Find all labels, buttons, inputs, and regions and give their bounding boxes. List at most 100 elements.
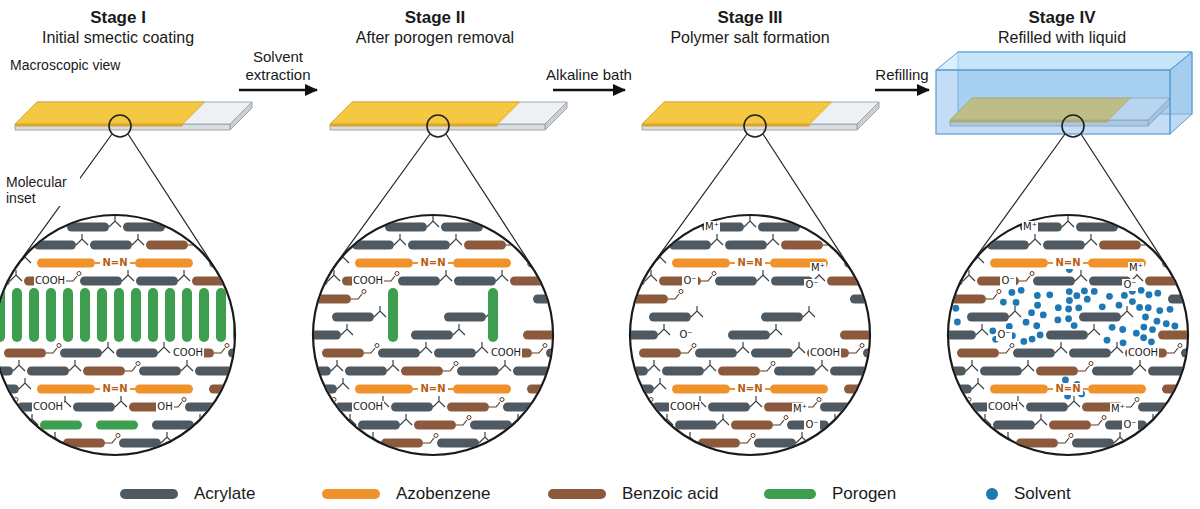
acrylate-end <box>394 234 406 245</box>
molecule-bar <box>718 367 760 376</box>
chemical-group-label: M⁺ <box>704 221 720 233</box>
panel-note: Macroscopic view <box>8 57 122 73</box>
carboxyl-end <box>701 276 712 281</box>
molecule-bar <box>967 313 1009 322</box>
chemical-group-label: COOH <box>34 275 66 287</box>
carboxyl-o <box>1198 272 1200 276</box>
molecule-bar <box>135 259 193 268</box>
molecule-bar <box>1049 421 1091 430</box>
chemical-group-label: COOH <box>987 401 1019 413</box>
acrylate-end <box>562 234 574 245</box>
solvent-dot <box>1020 338 1027 345</box>
solvent-dot <box>1136 304 1143 311</box>
chemical-group-label: COOH <box>32 401 64 413</box>
acrylate-end <box>450 234 462 245</box>
molecule-bar <box>715 277 757 286</box>
molecule-bar <box>281 259 337 268</box>
molecule-bar <box>672 259 730 268</box>
acrylate-end <box>979 414 991 425</box>
molecule-bar <box>493 439 535 448</box>
molecule-bar <box>937 421 979 430</box>
carboxyl-end <box>443 366 454 371</box>
legend-swatch <box>764 489 816 499</box>
solvent-dot <box>1167 306 1174 313</box>
molecule-bar <box>211 259 267 268</box>
molecule-bar <box>453 259 511 268</box>
solvent-dot <box>1055 304 1062 311</box>
inset-ground <box>313 215 553 455</box>
slide-front <box>15 124 230 130</box>
legend-text: Benzoic acid <box>622 484 718 504</box>
carboxyl-end <box>265 258 276 263</box>
molecule-bar <box>596 403 638 412</box>
molecule-bar <box>40 421 82 430</box>
molecule-bar <box>1072 439 1114 448</box>
azo-group-label: N=N <box>418 383 447 395</box>
solvent-dot <box>1054 317 1061 324</box>
solvent-dot <box>1073 292 1080 299</box>
carboxyl-end <box>591 438 602 443</box>
molecule-bar <box>993 421 1035 430</box>
legend-swatch <box>986 488 998 500</box>
molecule-bar <box>209 259 265 268</box>
carboxyl-end <box>1019 276 1030 281</box>
inset-leader <box>333 115 533 268</box>
inset-leader <box>968 115 1168 268</box>
solvent-dot <box>1013 299 1020 306</box>
carboxyl-end <box>1091 420 1102 425</box>
acrylate-end <box>400 414 412 425</box>
chemical-group-label: COOH <box>172 347 204 359</box>
acrylate-end <box>1134 360 1146 371</box>
molecule-bar <box>924 367 966 376</box>
molecule-bar <box>761 313 803 322</box>
molecule-bar <box>708 403 750 412</box>
chemical-group-label: M⁺ <box>1128 262 1144 274</box>
inset-outline <box>0 215 235 455</box>
molecule-bar <box>603 277 645 286</box>
porogen-bar <box>165 288 175 342</box>
porogen-bar <box>63 288 73 342</box>
stage-subtitle: Initial smectic coating <box>0 28 236 47</box>
molecule-bar <box>11 223 53 232</box>
molecule-bar <box>211 385 267 394</box>
chemical-group-label: COOH <box>490 347 522 359</box>
carboxyl-o <box>1135 398 1139 402</box>
carboxyl-o <box>1185 218 1189 222</box>
solvent-dot <box>1120 339 1127 346</box>
molecule-bar <box>934 331 976 340</box>
carboxyl-end <box>423 438 434 443</box>
chemical-group-label: O⁻ <box>682 275 697 287</box>
carboxyl-o <box>543 344 547 348</box>
carboxyl-end <box>565 330 576 335</box>
molecule-bar <box>931 241 973 250</box>
acrylate-end <box>158 342 170 353</box>
carboxyl-o <box>911 380 915 384</box>
solvent-dot <box>1037 332 1044 339</box>
carboxyl-o <box>893 326 897 330</box>
molecule-bar <box>1043 241 1085 250</box>
solvent-dot <box>1109 324 1116 331</box>
molecule-bar <box>146 241 188 250</box>
process-arrow <box>239 89 317 91</box>
acrylate-end <box>1029 234 1041 245</box>
legend-item: Solvent <box>986 483 1071 505</box>
acrylate-end <box>905 342 917 353</box>
stage-title: Stage III <box>628 8 872 28</box>
carboxyl-o <box>57 344 61 348</box>
molecule-bar <box>774 367 816 376</box>
tank-top <box>936 52 1192 70</box>
carboxyl-o <box>771 362 775 366</box>
acrylate-end <box>499 360 511 371</box>
acrylate-end <box>767 234 779 245</box>
carboxyl-end <box>273 438 284 443</box>
molecule-bar <box>73 403 115 412</box>
carboxyl-end <box>856 222 867 227</box>
carboxyl-end <box>364 348 375 353</box>
stage-title: Stage I <box>0 8 236 28</box>
carboxyl-end <box>908 438 919 443</box>
carboxyl-o <box>1102 416 1106 420</box>
acrylate-end <box>744 216 756 227</box>
carboxyl-end <box>532 348 543 353</box>
molecule-bar <box>944 295 986 304</box>
inset-ground <box>0 215 235 455</box>
